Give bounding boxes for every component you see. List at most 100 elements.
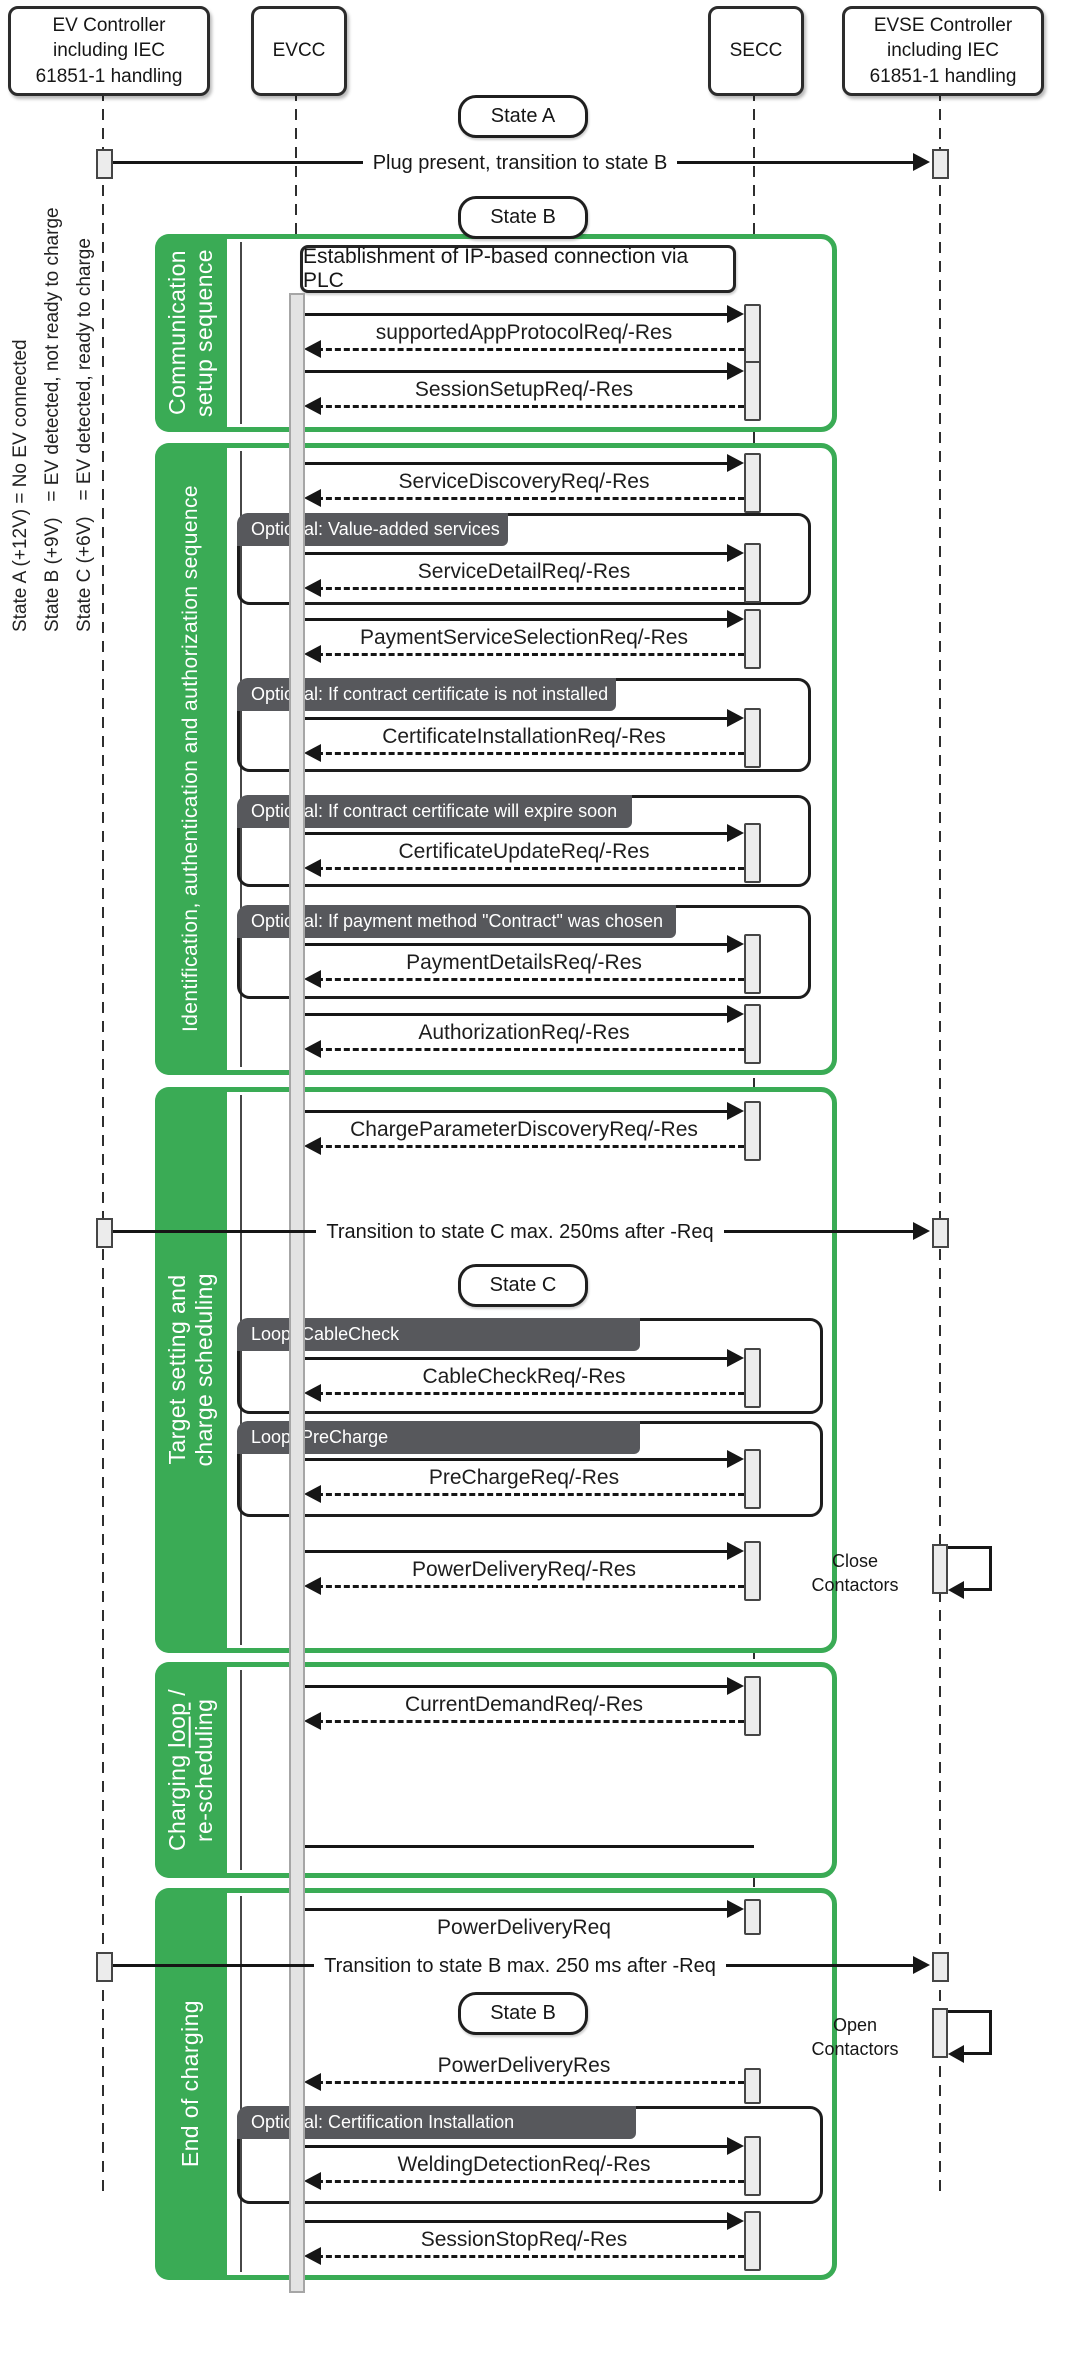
lifeline-evcc: [295, 90, 297, 295]
message-authorization: AuthorizationReq/-Res: [304, 1005, 744, 1058]
secc-activation: [744, 1348, 761, 1408]
section-identification-authorization: Identification, authentication and autho…: [155, 443, 837, 1075]
state-pill-b: State B: [458, 196, 588, 239]
section-title-communication-setup: Communication setup sequence: [163, 248, 217, 417]
note-ip-connection: Establishment of IP-based connection via…: [300, 245, 736, 293]
section-band-communication-setup: Communication setup sequence: [155, 234, 227, 432]
message-power-delivery-req: PowerDeliveryReq: [304, 1900, 744, 1944]
response-arrow-icon: [304, 579, 744, 597]
request-arrow-icon: [304, 1900, 744, 1918]
section-title-target-setting: Target setting and charge scheduling: [163, 1273, 217, 1467]
request-arrow-icon: [304, 1677, 744, 1695]
response-arrow-icon: [304, 1485, 744, 1503]
response-arrow-icon: [304, 1137, 744, 1155]
secc-activation: [744, 708, 761, 768]
response-arrow-icon: [304, 489, 744, 507]
request-arrow-icon: [304, 1005, 744, 1023]
response-arrow-icon: [304, 2073, 744, 2091]
request-arrow-icon: [304, 824, 744, 842]
state-pill-a: State A: [458, 95, 588, 138]
request-arrow-icon: [304, 2212, 744, 2230]
message-service-discovery: ServiceDiscoveryReq/-Res: [304, 454, 744, 507]
message-label: PowerDeliveryRes: [437, 2054, 611, 2077]
self-message-arrowhead-icon: [948, 2045, 964, 2063]
evse-self-activation: [932, 1544, 948, 1594]
charging-loop-continuation-line: [304, 1845, 754, 1848]
fragment-optional-cert-expire: Optional: If contract certificate will e…: [237, 795, 811, 887]
transition-plug-present: Plug present, transition to state B: [110, 148, 930, 178]
message-label: CertificateUpdateReq/-Res: [398, 840, 650, 863]
response-arrow-icon: [304, 1712, 744, 1730]
message-label: WeldingDetectionReq/-Res: [397, 2153, 651, 2176]
request-arrow-icon: [304, 610, 744, 628]
state-pill-b2: State B: [458, 1992, 588, 2035]
section-band-target-setting: Target setting and charge scheduling: [155, 1087, 227, 1653]
message-label: CurrentDemandReq/-Res: [404, 1693, 644, 1716]
evse-activation-box: [932, 149, 949, 179]
message-welding-detection: WeldingDetectionReq/-Res: [304, 2137, 744, 2190]
fragment-optional-value-added: Optional: Value-added services: [237, 513, 811, 605]
secc-activation: [744, 1899, 761, 1935]
state-pill-c: State C: [458, 1264, 588, 1307]
section-inner-edge: [240, 1896, 242, 2272]
transition-label: Transition to state B max. 250 ms after …: [110, 1951, 930, 1981]
message-session-stop: SessionStopReq/-Res: [304, 2212, 744, 2265]
secc-activation: [744, 361, 761, 421]
fragment-label-payment-contract: Optional: If payment method "Contract" w…: [237, 905, 676, 938]
self-message-arrowhead-icon: [948, 1581, 964, 1599]
response-arrow-icon: [304, 859, 744, 877]
request-arrow-icon: [304, 1102, 744, 1120]
secc-activation: [744, 2068, 761, 2104]
request-arrow-icon: [304, 1349, 744, 1367]
response-arrow-icon: [304, 744, 744, 762]
message-payment-service-selection: PaymentServiceSelectionReq/-Res: [304, 610, 744, 663]
message-cable-check: CableCheckReq/-Res: [304, 1349, 744, 1402]
legend-state-a: State A (+12V) = No EV connected: [10, 339, 31, 632]
self-message-line: [989, 2010, 992, 2055]
title-part: Charging: [163, 1747, 190, 1851]
message-charge-parameter-discovery: ChargeParameterDiscoveryReq/-Res: [304, 1102, 744, 1155]
request-arrow-icon: [304, 1450, 744, 1468]
evse-activation-box: [932, 1952, 949, 1982]
secc-activation: [744, 304, 761, 364]
transition-to-state-c: Transition to state C max. 250ms after -…: [110, 1217, 930, 1247]
message-label: ServiceDiscoveryReq/-Res: [398, 470, 650, 493]
ev-activation-box: [96, 149, 113, 179]
request-arrow-icon: [304, 305, 744, 323]
response-arrow-icon: [304, 2172, 744, 2190]
section-charging-loop: Charging loop / re-scheduling: [155, 1662, 837, 1878]
request-arrow-icon: [304, 544, 744, 562]
secc-activation: [744, 1101, 761, 1161]
section-title-charging-loop: Charging loop / re-scheduling: [164, 1689, 218, 1851]
participant-secc: SECC: [708, 6, 804, 96]
evse-self-activation: [932, 2008, 948, 2058]
section-inner-edge: [240, 242, 242, 424]
request-arrow-icon: [304, 454, 744, 472]
message-supported-app-protocol: supportedAppProtocolReq/-Res: [304, 305, 744, 358]
message-label: SessionSetupReq/-Res: [414, 378, 634, 401]
message-label: AuthorizationReq/-Res: [418, 1021, 630, 1044]
legend-state-b: State B (+9V) = EV detected, not ready t…: [42, 207, 63, 632]
annotation-close-contactors: Close Contactors: [811, 1551, 899, 1596]
section-end-of-charging: End of charging: [155, 1888, 837, 2280]
message-payment-details: PaymentDetailsReq/-Res: [304, 935, 744, 988]
secc-activation: [744, 2136, 761, 2196]
message-label: PreChargeReq/-Res: [428, 1466, 620, 1489]
secc-activation: [744, 1004, 761, 1064]
message-label: SessionStopReq/-Res: [420, 2228, 628, 2251]
secc-activation: [744, 1676, 761, 1736]
message-label: supportedAppProtocolReq/-Res: [375, 321, 673, 344]
message-pre-charge: PreChargeReq/-Res: [304, 1450, 744, 1503]
section-title-end-of-charging: End of charging: [177, 2000, 204, 2168]
self-message-line: [989, 1546, 992, 1591]
secc-activation: [744, 1449, 761, 1509]
fragment-optional-payment-contract: Optional: If payment method "Contract" w…: [237, 905, 811, 999]
message-label: PaymentServiceSelectionReq/-Res: [360, 626, 688, 649]
message-label: CertificateInstallationReq/-Res: [382, 725, 666, 748]
participant-evcc: EVCC: [251, 6, 347, 96]
self-message-line: [962, 2052, 992, 2055]
transition-label: Transition to state C max. 250ms after -…: [110, 1217, 930, 1247]
evcc-activation-bar: [289, 293, 305, 2293]
message-current-demand: CurrentDemandReq/-Res: [304, 1677, 744, 1730]
